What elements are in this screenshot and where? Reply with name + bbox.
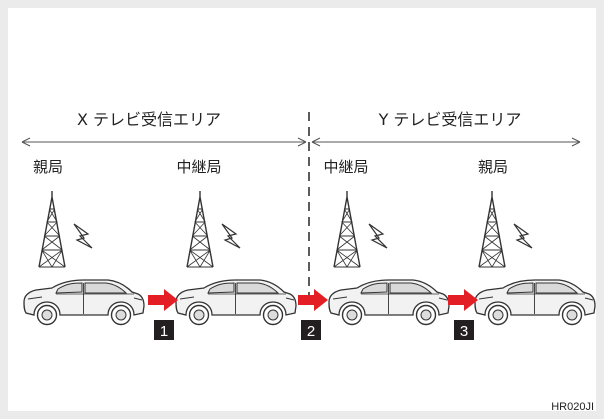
car-icon	[474, 279, 596, 326]
tower-icon	[333, 190, 361, 268]
diagram-panel	[8, 8, 596, 411]
car-icon	[328, 279, 450, 326]
station-label-relay-y: 中継局	[323, 158, 368, 176]
figure-code: HR020JI	[551, 401, 594, 413]
tower-icon	[186, 190, 214, 268]
step-number: 1	[160, 323, 168, 340]
x-area-span	[21, 137, 307, 147]
y-area-label: Y テレビ受信エリア	[378, 110, 522, 129]
station-label-relay-x: 中継局	[176, 158, 221, 176]
signal-icon	[221, 223, 241, 249]
y-area-span	[311, 137, 581, 147]
station-label-parent-x: 親局	[33, 158, 63, 176]
signal-icon	[513, 223, 533, 249]
step-badge-2: 2	[301, 320, 321, 340]
move-arrow-icon	[148, 289, 178, 311]
station-label-parent-y: 親局	[478, 158, 508, 176]
move-arrow-icon	[298, 289, 328, 311]
step-number: 3	[460, 323, 468, 340]
signal-icon	[73, 223, 93, 249]
car-icon	[175, 279, 297, 326]
tower-icon	[478, 190, 506, 268]
step-badge-1: 1	[154, 320, 174, 340]
tower-icon	[38, 190, 66, 268]
x-area-label: X テレビ受信エリア	[77, 110, 221, 129]
step-badge-3: 3	[454, 320, 474, 340]
signal-icon	[368, 223, 388, 249]
step-number: 2	[307, 323, 315, 340]
car-icon	[23, 279, 145, 326]
move-arrow-icon	[448, 289, 478, 311]
